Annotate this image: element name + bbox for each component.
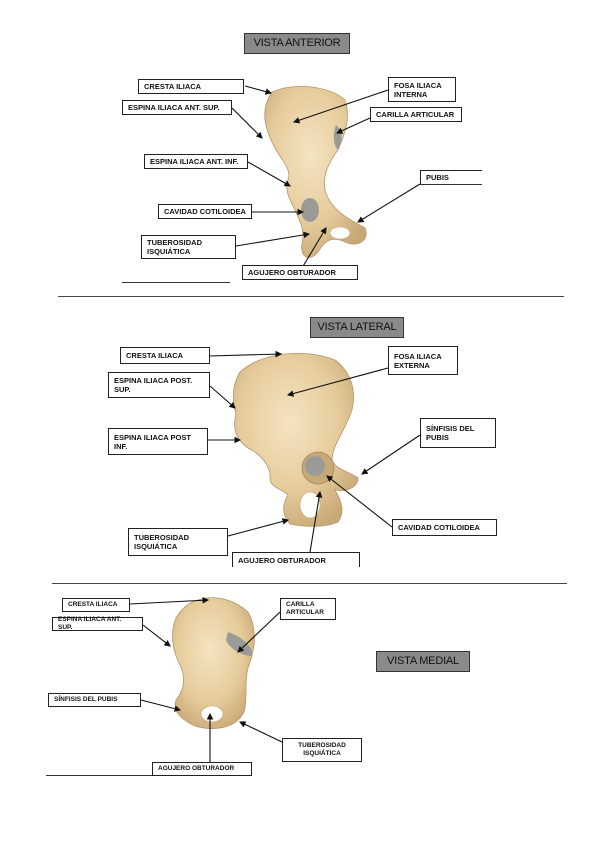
lateral-arrows bbox=[208, 350, 421, 553]
label-tuberosidad-isquiatica-lateral: TUBEROSIDAD ISQUIÁTICA bbox=[128, 528, 228, 556]
section-divider-2 bbox=[52, 583, 567, 584]
title-vista-medial: VISTA MEDIAL bbox=[376, 651, 470, 672]
label-cavidad-cotiloidea-lateral: CAVIDAD COTILOIDEA bbox=[392, 519, 497, 536]
label-carilla-articular-medial: CARILLA ARTICULAR bbox=[280, 598, 336, 620]
label-espina-iliaca-ant-inf: ESPINA ILIACA ANT. INF. bbox=[144, 154, 248, 169]
anterior-arrows bbox=[231, 85, 421, 269]
label-espina-iliaca-ant-sup: ESPINA ILIACA ANT. SUP. bbox=[122, 100, 232, 115]
label-agujero-obturador-anterior: AGUJERO OBTURADOR bbox=[242, 265, 358, 280]
label-espina-iliaca-post-inf: ESPINA ILIACA POST INF. bbox=[108, 428, 208, 455]
medial-arrows bbox=[129, 596, 283, 762]
underline-anterior bbox=[122, 282, 230, 283]
underline-pubis bbox=[420, 184, 482, 185]
label-cresta-iliaca-lateral: CRESTA ILIACA bbox=[120, 347, 210, 364]
label-tuberosidad-isquiatica-anterior: TUBEROSIDAD ISQUIÁTICA bbox=[141, 235, 236, 259]
label-cresta-iliaca-medial: CRESTA ILIACA bbox=[62, 598, 130, 612]
label-espina-iliaca-ant-sup-medial: ESPINA ILIACA ANT. SUP. bbox=[52, 616, 143, 631]
anterior-bone bbox=[264, 86, 367, 258]
label-sinfisis-del-pubis-medial: SÍNFISIS DEL PUBIS bbox=[48, 693, 141, 707]
underline-medial bbox=[46, 775, 154, 776]
label-carilla-articular-anterior: CARILLA ARTICULAR bbox=[370, 107, 462, 122]
lateral-bone bbox=[232, 352, 359, 527]
label-cresta-iliaca-anterior: CRESTA ILIACA bbox=[138, 79, 244, 94]
label-cavidad-cotiloidea-anterior: CAVIDAD COTILOIDEA bbox=[158, 204, 252, 219]
label-fosa-iliaca-externa: FOSA ILIACA EXTERNA bbox=[388, 346, 458, 375]
label-espina-iliaca-post-sup: ESPINA ILIACA POST. SUP. bbox=[108, 372, 210, 398]
label-agujero-obturador-lateral: AGUJERO OBTURADOR bbox=[232, 552, 360, 567]
label-agujero-obturador-medial: AGUJERO OBTURADOR bbox=[152, 762, 252, 776]
medial-bone bbox=[172, 597, 255, 729]
label-sinfisis-del-pubis-lateral: SÍNFISIS DEL PUBIS bbox=[420, 418, 496, 448]
section-divider-1 bbox=[58, 296, 564, 297]
label-tuberosidad-isquiatica-medial: TUBEROSIDAD ISQUIÁTICA bbox=[282, 738, 362, 762]
title-vista-anterior: VISTA ANTERIOR bbox=[244, 33, 350, 54]
label-fosa-iliaca-interna: FOSA ILIACA INTERNA bbox=[388, 77, 456, 102]
title-vista-lateral: VISTA LATERAL bbox=[310, 317, 404, 338]
label-pubis: PUBIS bbox=[420, 170, 482, 184]
